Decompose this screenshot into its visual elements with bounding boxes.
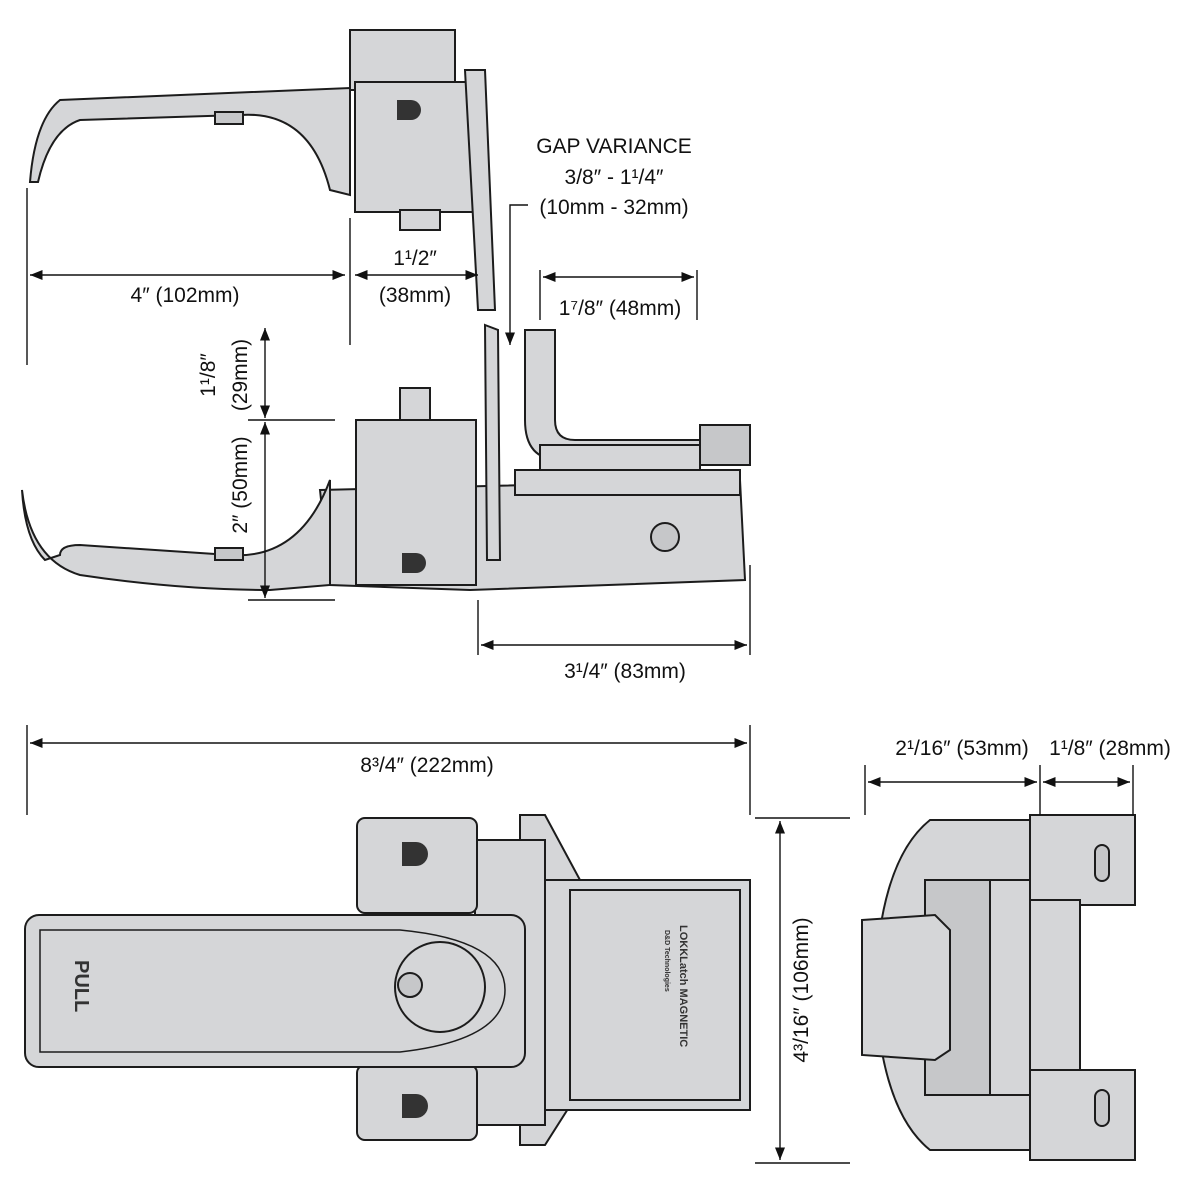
d-logo-icon: [397, 100, 421, 120]
block-width-inch: 1¹/2″: [393, 247, 437, 270]
clearance-inch: 1¹/8″: [197, 353, 220, 397]
clearance-mm: (29mm): [229, 339, 252, 411]
gap-variance-title: GAP VARIANCE: [536, 135, 692, 158]
block-width-mm: (38mm): [379, 284, 451, 307]
d-logo-icon: [402, 842, 428, 866]
body-length-label: 3¹/4″ (83mm): [564, 660, 686, 683]
handle-reach-label: 4″ (102mm): [131, 284, 240, 307]
dimension-lines: [26, 188, 1134, 1164]
handle-height-label: 2″ (50mm): [229, 436, 252, 533]
gap-variance-mm: (10mm - 32mm): [539, 196, 688, 219]
gap-variance-inch: 3/8″ - 1¹/4″: [565, 166, 664, 189]
side-assembly: [21, 323, 751, 592]
side-keeper-label: 1¹/8″ (28mm): [1049, 737, 1171, 760]
overall-height-label: 4³/16″ (106mm): [790, 917, 813, 1062]
maker-label: D&D Technologies: [663, 930, 670, 992]
dimension-labels: GAP VARIANCE 3/8″ - 1¹/4″ (10mm - 32mm) …: [131, 135, 1171, 1063]
d-logo-icon: [402, 1094, 428, 1118]
top-handle-assembly: [28, 29, 497, 311]
pull-label: PULL: [70, 960, 92, 1012]
overall-length-label: 8³/4″ (222mm): [360, 754, 493, 777]
keeper-width-label: 1⁷/8″ (48mm): [559, 297, 681, 320]
d-logo-icon: [402, 553, 426, 573]
end-view: [861, 814, 1136, 1161]
brand-label: LOKKLatch MAGNETIC: [677, 925, 689, 1047]
side-depth-label: 2¹/16″ (53mm): [895, 737, 1028, 760]
front-view: PULL LOKKLatch MAGNETIC D&D Technologies: [24, 814, 751, 1146]
